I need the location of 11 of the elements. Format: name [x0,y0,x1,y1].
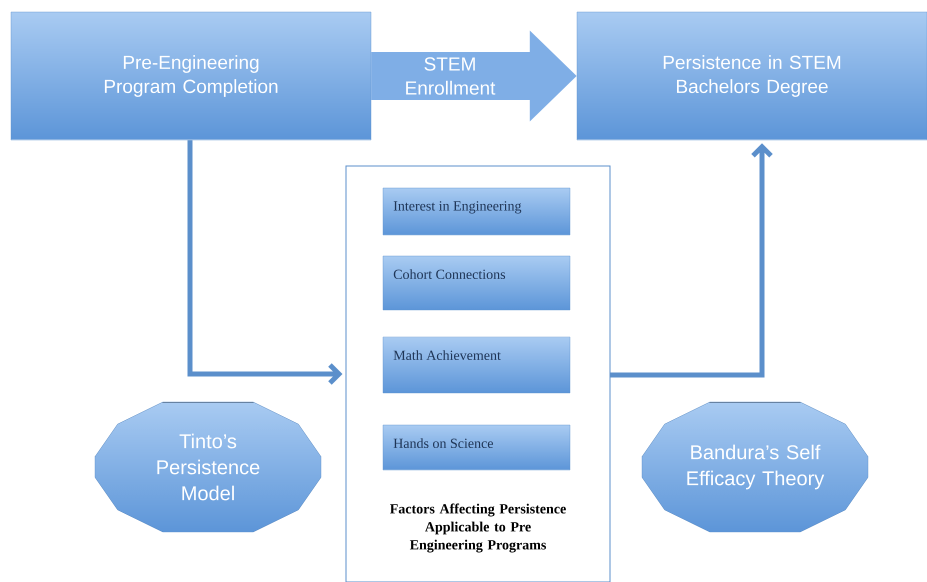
edge-label: STEM Enrollment [406,57,496,95]
theory-octagon: Tinto’s Persistence Model [94,402,322,532]
factor-box: Hands on Science [382,424,570,470]
process-box: Persistence in STEM Bachelors Degree [576,12,927,140]
arrow [188,140,342,385]
theory-octagon: Bandura’s Self Efficacy Theory [642,402,868,532]
process-box: Pre-Engineering Program Completion [10,12,372,140]
factor-box: Math Achievement [382,336,570,394]
arrow [610,143,773,378]
factor-box: Cohort Connections [382,256,570,310]
factor-box: Interest in Engineering [382,188,570,236]
